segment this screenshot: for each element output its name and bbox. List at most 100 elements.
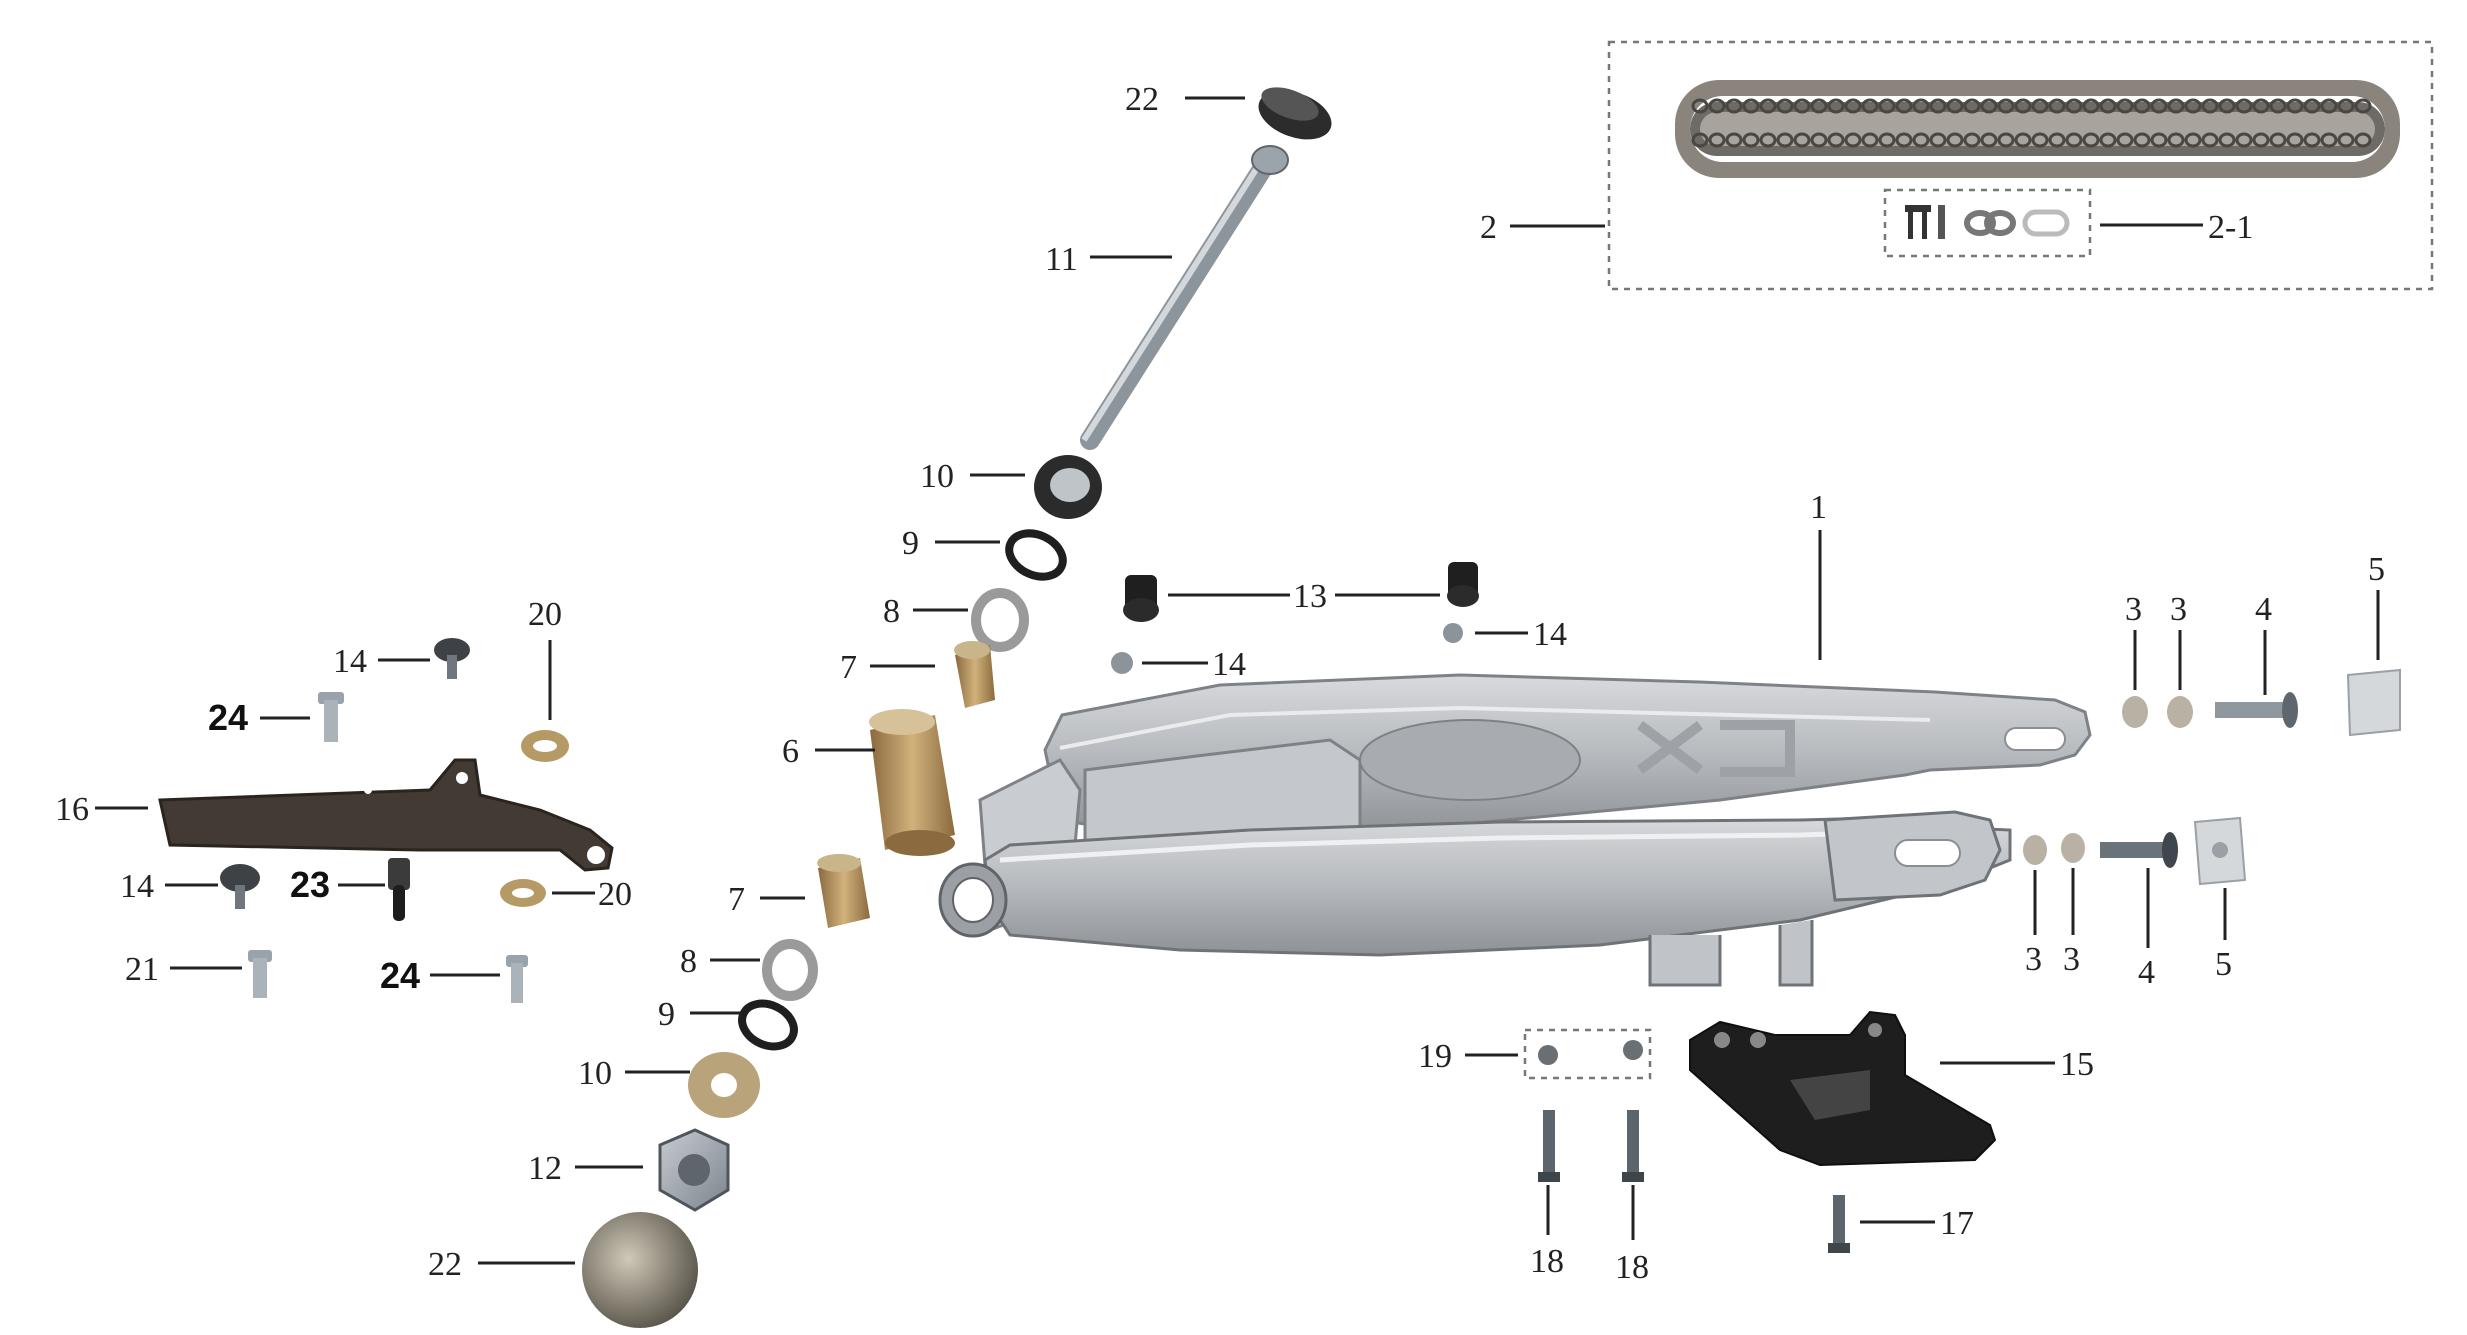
label-4-lower: 4 (2138, 954, 2155, 991)
chain-link (1997, 132, 2015, 148)
label-10-lower: 10 (578, 1055, 612, 1092)
chain-link (1929, 98, 1947, 114)
chain-link (1861, 98, 1879, 114)
chain-link (2252, 98, 2270, 114)
chain-link (1708, 132, 1726, 148)
pivot-axle (1080, 145, 1289, 450)
chain-link (2235, 98, 2253, 114)
label-18-left: 18 (1530, 1243, 1564, 1280)
plate-5-lower (2193, 816, 2247, 886)
label-14-lower: 14 (120, 868, 154, 905)
chain-guide (1689, 1010, 1997, 1167)
nut-box-19 (1523, 1028, 1652, 1080)
label-9-top: 9 (902, 525, 919, 562)
label-3-a: 3 (2125, 591, 2142, 628)
label-6: 6 (782, 733, 799, 770)
bolt-24-lower (506, 955, 528, 1003)
label-18-right: 18 (1615, 1249, 1649, 1286)
drive-chain (1675, 80, 2400, 178)
washer-lower (688, 1052, 760, 1118)
chain-link (1725, 98, 1743, 114)
label-14-upper: 14 (333, 643, 367, 680)
chain-link (2048, 98, 2066, 114)
chain-link (2082, 98, 2100, 114)
label-7-lower: 7 (728, 881, 745, 918)
chain-link (1997, 98, 2015, 114)
label-13: 13 (1293, 578, 1327, 615)
chain-link (2150, 132, 2168, 148)
chain-link (1793, 98, 1811, 114)
chain-link (1844, 132, 1862, 148)
label-16: 16 (55, 791, 89, 828)
dust-cap-top (1258, 87, 1332, 140)
chain-link (1742, 98, 1760, 114)
chain-link (2065, 132, 2083, 148)
chain-slider (158, 758, 614, 872)
clip-23 (388, 858, 410, 921)
spacer-3-c (2023, 835, 2047, 865)
chain-link (1742, 132, 1760, 148)
spacer-3-d (2061, 833, 2085, 863)
plate-5-upper (2346, 668, 2401, 737)
label-3-b: 3 (2170, 591, 2187, 628)
chain-link (1980, 132, 1998, 148)
label-4-upper: 4 (2255, 591, 2272, 628)
chain-link (2031, 98, 2049, 114)
chain-link (1691, 98, 1709, 114)
nut-14-left (1111, 652, 1133, 674)
chain-link (1963, 132, 1981, 148)
chain-link (2320, 132, 2338, 148)
seal-lower (738, 999, 798, 1051)
label-24-upper: 24 (208, 697, 248, 738)
chain-link (2184, 98, 2202, 114)
bearing-lower (762, 939, 818, 1001)
chain-box (1607, 40, 2434, 291)
bracket-13-right (1447, 562, 1479, 607)
chain-link (1980, 98, 1998, 114)
part-labels: 22 11 10 9 8 7 6 7 8 9 10 12 22 13 14 14… (55, 81, 2385, 1286)
label-21: 21 (125, 951, 159, 988)
chain-link (1776, 98, 1794, 114)
chain-link (1963, 98, 1981, 114)
label-5-upper: 5 (2368, 551, 2385, 588)
chain-link (1895, 132, 1913, 148)
label-14-swingarm-left: 14 (1212, 646, 1246, 683)
spacer-3-b (2167, 696, 2193, 728)
chain-link (1912, 98, 1930, 114)
chain-link (2286, 132, 2304, 148)
bolt-14-upper (434, 638, 470, 679)
bolt-17 (1828, 1195, 1850, 1253)
bolt-24-upper (318, 692, 344, 742)
chain-link (2269, 98, 2287, 114)
label-8-lower: 8 (680, 943, 697, 980)
chain-link (2286, 98, 2304, 114)
chain-link (1810, 98, 1828, 114)
chain-link (2099, 132, 2117, 148)
leader-lines (95, 96, 2380, 1265)
chain-link (2303, 98, 2321, 114)
chain-link (1810, 132, 1828, 148)
bearing-top (971, 588, 1029, 652)
bolt-18-left (1538, 1110, 1560, 1182)
chain-link (2150, 98, 2168, 114)
swingarm (938, 673, 2092, 987)
chain-link (2218, 132, 2236, 148)
label-3-d: 3 (2063, 941, 2080, 978)
label-20-lower: 20 (598, 876, 632, 913)
chain-link (1793, 132, 1811, 148)
chain-link (2031, 132, 2049, 148)
bushing-top (954, 641, 995, 708)
bolt-18-right (1622, 1110, 1644, 1182)
chain-link (2252, 132, 2270, 148)
chain-links (1691, 98, 2372, 148)
chain-link (2133, 98, 2151, 114)
label-22-top: 22 (1125, 81, 1159, 118)
chain-link (2116, 132, 2134, 148)
label-23: 23 (290, 864, 330, 905)
label-20-upper: 20 (528, 596, 562, 633)
chain-link (2354, 98, 2372, 114)
master-link-box (1883, 188, 2092, 258)
chain-link (1691, 132, 1709, 148)
chain-link (1946, 132, 1964, 148)
washer-top (1034, 455, 1102, 519)
